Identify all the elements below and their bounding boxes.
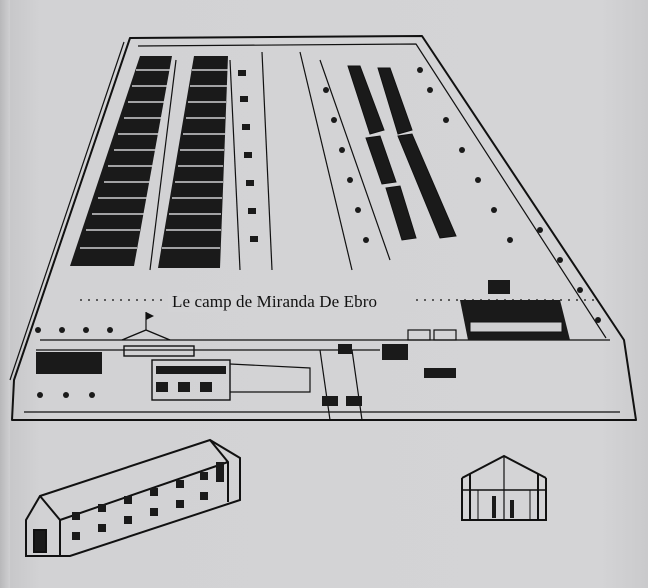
barrack-cutaway-windows xyxy=(72,462,224,540)
perimeter-wall xyxy=(9,35,637,421)
drawing-caption: Le camp de Miranda De Ebro xyxy=(168,292,416,312)
barracks-block-right xyxy=(347,65,457,241)
lower-right-buildings xyxy=(322,280,570,406)
barrack-cross-section-drawing xyxy=(461,454,547,521)
barracks-block-left xyxy=(70,56,228,268)
lower-left-buildings xyxy=(36,312,311,401)
page-edge-shadow xyxy=(0,0,10,588)
barracks-rows-texture xyxy=(80,69,228,249)
barrack-cutaway-drawing xyxy=(25,438,241,557)
barrack-section-figures xyxy=(492,496,514,518)
tree-rows xyxy=(35,67,601,398)
central-markers xyxy=(238,70,258,242)
